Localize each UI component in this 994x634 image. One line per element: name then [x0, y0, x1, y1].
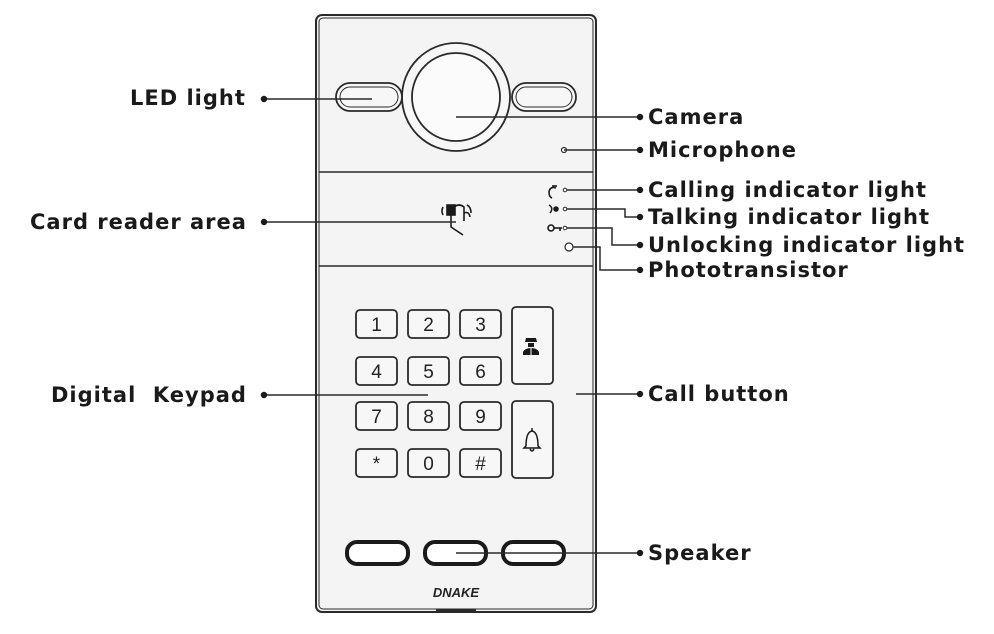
led-light-right [511, 82, 577, 112]
camera-lens [411, 52, 501, 142]
handset-icon [548, 185, 557, 199]
label-talking-indicator-light: Talking indicator light [648, 205, 930, 229]
keypad-key-label: 1 [371, 315, 382, 336]
keypad-key-4[interactable] [355, 356, 398, 386]
keypad-key-1[interactable] [355, 309, 398, 339]
led-light-left-inner [339, 86, 399, 108]
keypad-key-6[interactable] [459, 356, 502, 386]
label-led-light: LED light [130, 86, 246, 110]
keypad-key-label: 5 [423, 362, 434, 383]
phototransistor-sensor [564, 242, 574, 252]
label-camera: Camera [648, 105, 745, 129]
label-card-reader-area: Card reader area [30, 210, 247, 234]
keypad-key-star[interactable] [355, 448, 398, 478]
label-digital-keypad: Digital Keypad [51, 383, 247, 407]
keypad-key-7[interactable] [355, 401, 398, 431]
keypad-key-label: 8 [423, 407, 434, 428]
keypad-key-label: 4 [371, 362, 382, 383]
guard-icon [523, 338, 539, 355]
label-microphone: Microphone [648, 138, 797, 162]
resident-call-button[interactable] [511, 400, 554, 479]
keypad-key-label: # [475, 454, 486, 475]
talking-indicator-led [562, 206, 568, 212]
tap-card-icon [441, 204, 472, 236]
label-phototransistor: Phototransistor [648, 258, 849, 282]
led-light-right-inner [515, 86, 573, 108]
keypad-key-5[interactable] [407, 356, 450, 386]
bell-icon [522, 428, 542, 452]
keypad-key-label: 2 [423, 315, 434, 336]
unlocking-indicator-led [562, 225, 568, 231]
callout-dots [260, 95, 644, 557]
label-calling-indicator-light: Calling indicator light [648, 178, 928, 202]
keypad-key-label: 3 [475, 315, 486, 336]
keypad-key-label: 7 [371, 407, 382, 428]
callout-lines [264, 98, 640, 554]
digital-keypad: 1 2 3 4 5 6 7 8 9 * 0 # [355, 309, 502, 478]
keypad-key-3[interactable] [459, 309, 502, 339]
led-light-left [335, 82, 403, 112]
keypad-key-label: * [373, 454, 381, 475]
keypad-key-hash[interactable] [459, 448, 502, 478]
label-speaker: Speaker [648, 541, 752, 565]
keypad-key-0[interactable] [407, 448, 450, 478]
label-unlocking-indicator-light: Unlocking indicator light [648, 233, 966, 257]
label-call-button: Call button [648, 382, 790, 406]
brand-logo: DNAKE [433, 585, 480, 600]
keypad-key-label: 0 [423, 454, 434, 475]
speaking-icon [548, 204, 559, 214]
keypad-key-9[interactable] [459, 401, 502, 431]
keypad-key-label: 9 [475, 407, 486, 428]
calling-indicator-led [562, 187, 568, 193]
keypad-key-label: 6 [475, 362, 486, 383]
key-icon [547, 224, 562, 232]
keypad-key-2[interactable] [407, 309, 450, 339]
keypad-key-8[interactable] [407, 401, 450, 431]
